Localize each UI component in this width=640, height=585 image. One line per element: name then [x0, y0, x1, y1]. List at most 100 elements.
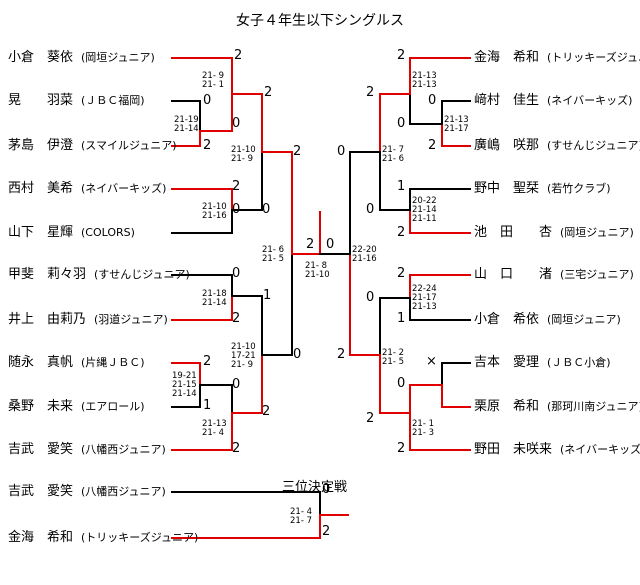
player-name: 野中 聖栞	[474, 181, 540, 196]
player-left-6: 甲斐 莉々羽(すせんじジュニア)	[8, 267, 190, 283]
bracket-line	[349, 151, 381, 255]
bracket-line	[171, 100, 201, 132]
game-scores: 20-22 21-14 21-11	[412, 196, 437, 224]
game-scores: 21-19 21-14	[174, 115, 199, 134]
match-score: 2	[428, 138, 437, 153]
third-place-title: 三位決定戦	[282, 480, 348, 495]
third-place-player-1: 吉武 愛笑(八幡西ジュニア)	[8, 484, 166, 500]
match-score: 2	[232, 179, 241, 194]
match-score: 2	[264, 85, 273, 100]
bracket-line	[199, 93, 233, 132]
player-club: (ネイバーキッズ)	[560, 443, 640, 456]
game-scores: 21-10 21-16	[202, 202, 227, 221]
bracket-line	[409, 297, 471, 321]
bracket-line	[171, 209, 233, 234]
player-club: (若竹クラブ)	[547, 182, 611, 195]
bracket-line	[441, 384, 471, 408]
bracket-line	[409, 188, 471, 211]
player-name: 西村 美希	[8, 181, 74, 196]
bracket-line	[231, 295, 263, 356]
match-score: 0	[232, 266, 241, 281]
player-club: (岡垣ジュニア)	[81, 51, 155, 64]
third-place-player-2: 金海 希和 (トリッキーズジュニア)	[8, 530, 198, 546]
match-score: 0	[397, 376, 406, 391]
bracket-line	[261, 253, 293, 356]
player-club: (ＪＢＣ福岡)	[81, 94, 145, 107]
player-club: (トリッキーズジュニア)	[547, 51, 640, 64]
match-score: 1	[263, 288, 272, 303]
match-score: 2	[234, 48, 243, 63]
bracket-line	[231, 151, 263, 211]
match-score: 2	[366, 85, 375, 100]
match-score: 0	[366, 290, 375, 305]
player-club: (スマイルジュニア)	[81, 139, 177, 152]
match-score: 0	[203, 93, 212, 108]
bracket-line	[379, 354, 411, 414]
player-name: 池 田 杏	[474, 225, 553, 240]
player-name: 吉武 愛笑	[8, 484, 74, 499]
match-score: 0	[262, 202, 271, 217]
match-score: 2	[397, 441, 406, 456]
player-name: 栗原 希和	[474, 399, 540, 414]
player-name: 野田 未咲来	[474, 442, 553, 457]
bracket-line	[171, 412, 233, 451]
player-club: (片縄ＪＢＣ)	[81, 356, 145, 369]
player-club: (COLORS)	[81, 226, 135, 239]
player-name: 山 口 渚	[474, 267, 553, 282]
match-score: 0	[232, 377, 241, 392]
bracket-line	[409, 274, 471, 299]
match-score: 2	[203, 354, 212, 369]
bracket-line	[409, 57, 471, 95]
match-score: 0	[232, 116, 241, 131]
game-scores: 21-18 21-14	[202, 289, 227, 308]
player-club: (すせんじジュニア)	[547, 139, 640, 152]
bracket-line	[409, 93, 443, 125]
match-score: 0	[337, 144, 346, 159]
bracket-line	[441, 362, 471, 386]
bracket-line	[379, 93, 411, 153]
player-left-4: 西村 美希(ネイバーキッズ)	[8, 181, 166, 197]
match-score: 0	[293, 347, 302, 362]
player-club: (トリッキーズジュニア)	[81, 531, 199, 544]
bracket-line	[171, 130, 201, 147]
bracket-line	[409, 384, 443, 414]
game-scores: 21- 1 21- 3	[412, 419, 434, 438]
player-name: 小倉 葵依	[8, 50, 74, 65]
match-score: 2	[232, 311, 241, 326]
player-left-1: 小倉 葵依 (岡垣ジュニア)	[8, 50, 155, 66]
bracket-line	[379, 297, 411, 356]
match-score: 2	[262, 404, 271, 419]
player-name: 井上 由莉乃	[8, 312, 87, 327]
game-scores: 21-13 21-17	[444, 115, 469, 134]
player-club: (すせんじジュニア)	[94, 268, 190, 281]
player-right-4: 野中 聖栞 (若竹クラブ)	[474, 181, 611, 197]
game-scores: 21- 2 21- 5	[382, 348, 404, 367]
game-scores: 21- 7 21- 6	[382, 145, 404, 164]
match-score: 0	[322, 482, 331, 497]
match-score: 2	[232, 441, 241, 456]
match-score: 2	[366, 411, 375, 426]
game-scores: 21-13 21-13	[412, 71, 437, 90]
final-score-right: 0	[326, 237, 335, 252]
bracket-line	[441, 123, 471, 147]
game-scores: 21- 8 21-10	[305, 261, 330, 280]
player-club: (八幡西ジュニア)	[81, 443, 166, 456]
bracket-line	[261, 151, 293, 255]
match-score: 1	[203, 398, 212, 413]
bracket-line	[231, 93, 263, 153]
bracket-line	[199, 384, 233, 414]
player-name: 廣嶋 咲那	[474, 138, 540, 153]
match-score: 0	[397, 116, 406, 131]
player-right-10: 野田 未咲来 (ネイバーキッズ)	[474, 442, 640, 458]
match-score: 0	[428, 93, 437, 108]
player-name: 吉本 愛理	[474, 355, 540, 370]
player-left-8: 随永 真帆(片縄ＪＢＣ)	[8, 355, 145, 371]
bracket-line	[441, 100, 471, 125]
match-score: ×	[426, 354, 437, 369]
bracket-line	[171, 362, 201, 386]
game-scores: 21- 4 21- 7	[290, 507, 312, 526]
player-right-2: 﨑村 佳生(ネイバーキッズ)	[474, 93, 632, 109]
game-scores: 21- 6 21- 5	[262, 245, 284, 264]
player-name: 金海 希和	[8, 530, 74, 545]
bracket-line	[409, 209, 471, 234]
